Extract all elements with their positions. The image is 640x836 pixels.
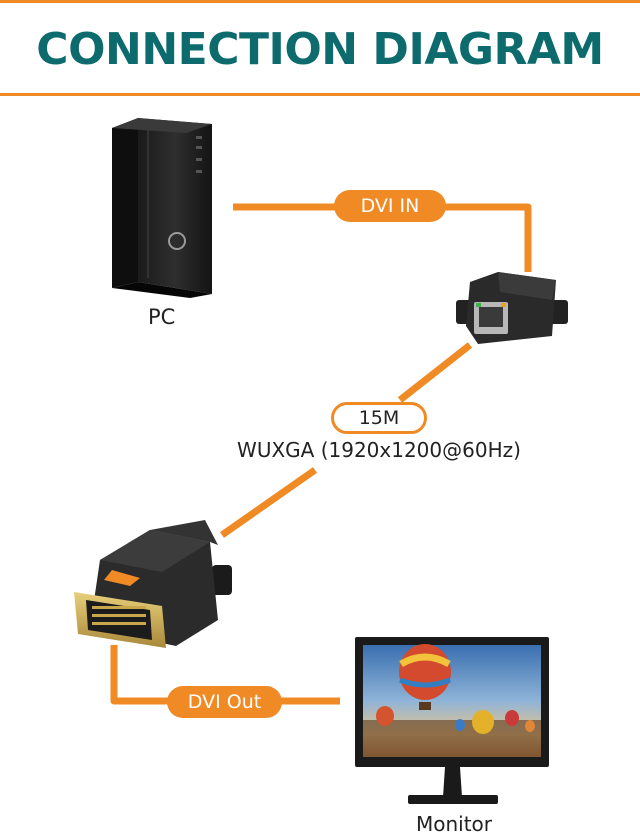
top-rule: [0, 0, 640, 3]
distance-badge: 15M: [331, 402, 427, 434]
pc-label: PC: [148, 305, 176, 329]
page-title: CONNECTION DIAGRAM: [36, 24, 604, 75]
dvi-out-badge: DVI Out: [167, 686, 282, 718]
dvi-in-badge: DVI IN: [334, 190, 446, 222]
monitor-label: Monitor: [415, 812, 493, 836]
resolution-label: WUXGA (1920x1200@60Hz): [237, 438, 521, 462]
ethernet-cable-lower: [219, 467, 318, 538]
connection-lines: [110, 203, 532, 705]
pc-tower-icon: [112, 118, 212, 298]
title-underline: [0, 93, 640, 96]
ethernet-cable-upper: [397, 342, 473, 403]
dvi-in-cable: [233, 203, 532, 272]
dvi-adapter-icon: [74, 520, 232, 648]
monitor-icon: [355, 637, 549, 804]
rj45-dvi-adapter-icon: [456, 272, 568, 344]
